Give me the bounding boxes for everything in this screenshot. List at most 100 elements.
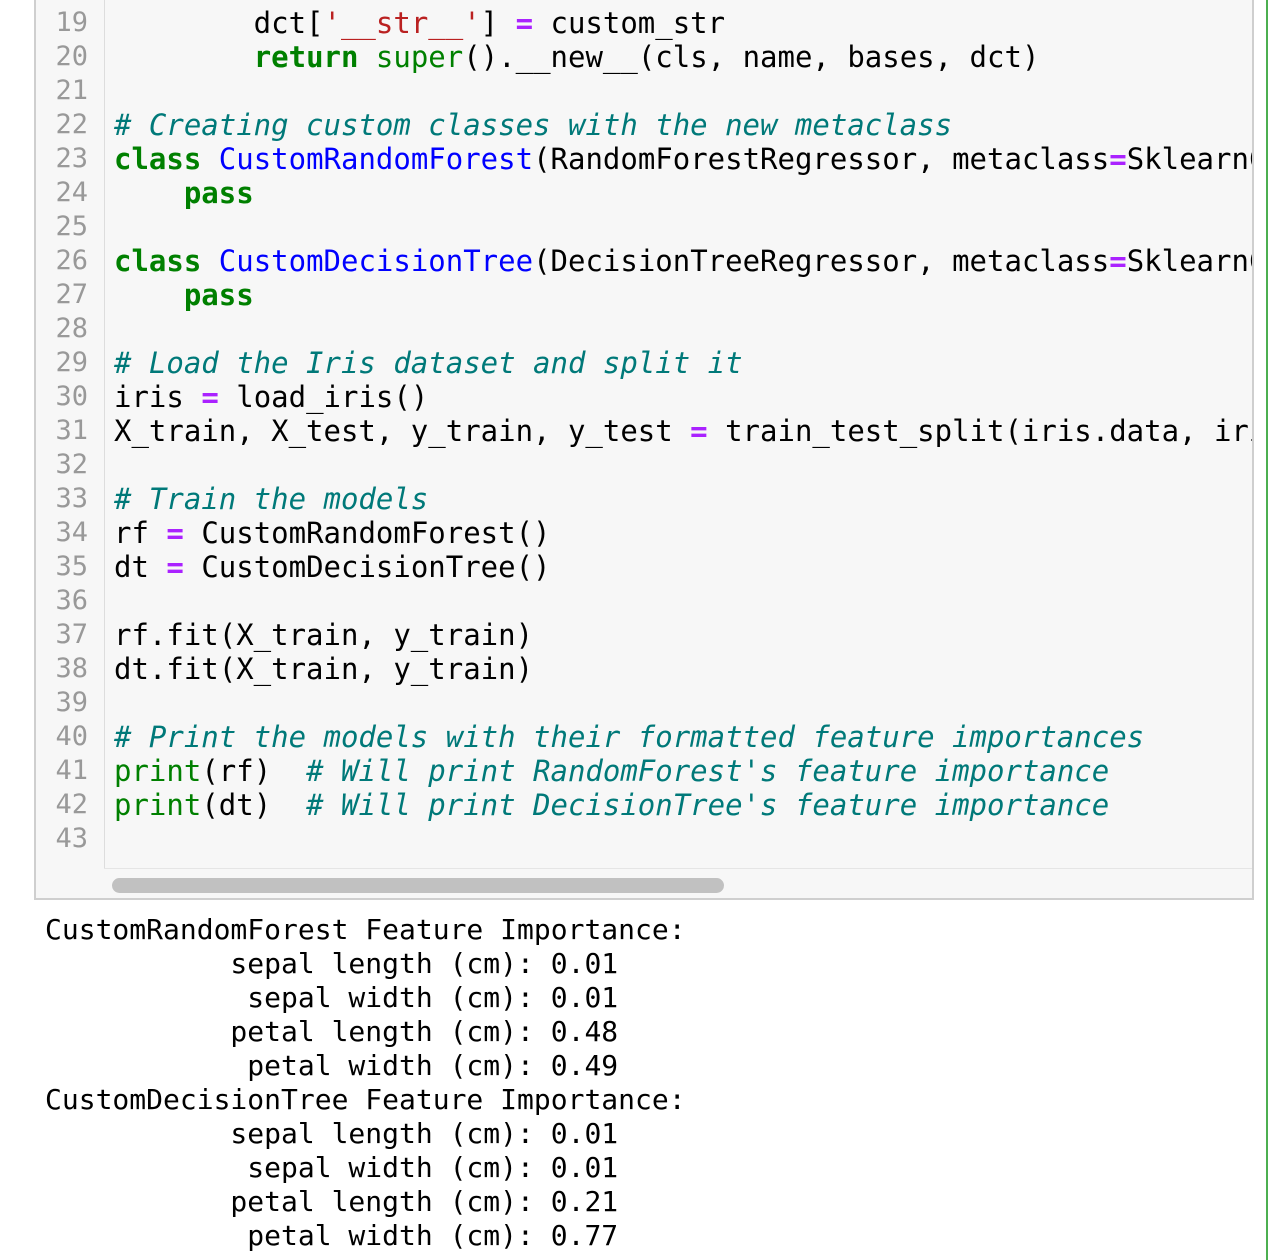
code-token: print — [114, 754, 202, 788]
line-number: 29 — [55, 347, 88, 378]
line-number: 21 — [55, 75, 88, 106]
code-token: return — [253, 40, 359, 74]
code-token: (DecisionTreeRegressor, metaclass — [533, 244, 1110, 278]
code-token: custom_str — [533, 6, 726, 40]
code-line: pass — [114, 176, 254, 210]
code-token: SklearnCom — [1126, 244, 1252, 278]
code-line: rf = CustomRandomForest() — [114, 516, 551, 550]
code-token: = — [690, 414, 708, 448]
code-token: dct[ — [114, 6, 324, 40]
code-token: # Load the Iris dataset and split it — [114, 346, 743, 380]
output-line: sepal width (cm): 0.01 — [45, 1151, 619, 1184]
line-number: 19 — [55, 7, 88, 38]
line-number: 32 — [55, 449, 88, 480]
code-token — [114, 278, 184, 312]
code-token: = — [1109, 142, 1127, 176]
line-number: 22 — [55, 109, 88, 140]
code-line: # Creating custom classes with the new m… — [114, 108, 952, 142]
line-number: 41 — [55, 755, 88, 786]
code-line: # Train the models — [114, 482, 428, 516]
code-token: class — [114, 142, 202, 176]
code-token: rf — [114, 516, 167, 550]
code-token: (dt) — [201, 788, 307, 822]
line-number: 24 — [55, 177, 88, 208]
code-line: pass — [114, 278, 254, 312]
code-token — [201, 142, 218, 176]
line-number: 40 — [55, 721, 88, 752]
code-token: = — [515, 6, 534, 40]
code-line: # Load the Iris dataset and split it — [114, 346, 743, 380]
code-token: iris — [114, 380, 202, 414]
code-line: print(dt) # Will print DecisionTree's fe… — [114, 788, 1109, 822]
line-number: 43 — [55, 823, 88, 854]
code-token: dt — [114, 550, 167, 584]
code-token: (RandomForestRegressor, metaclass — [533, 142, 1110, 176]
code-token — [114, 176, 184, 210]
code-token: super — [375, 40, 464, 74]
code-line: dct['__str__'] = custom_str — [114, 6, 725, 40]
line-number: 42 — [55, 789, 88, 820]
code-token: = — [201, 380, 219, 414]
code-token: load_iris() — [218, 380, 429, 414]
code-token: CustomDecisionTree() — [183, 550, 551, 584]
cell-output: CustomRandomForest Feature Importance: s… — [45, 913, 1245, 1253]
line-number: 37 — [55, 619, 88, 650]
output-line: CustomRandomForest Feature Importance: — [45, 913, 686, 946]
output-line: petal width (cm): 0.49 — [45, 1049, 619, 1082]
code-token: # Train the models — [114, 482, 429, 516]
code-line: # Print the models with their formatted … — [114, 720, 1144, 754]
output-line: petal width (cm): 0.77 — [45, 1219, 619, 1252]
code-token: pass — [183, 278, 254, 312]
code-token — [114, 40, 254, 74]
code-token: ] — [480, 6, 516, 40]
code-line: return super().__new__(cls, name, bases,… — [114, 40, 1040, 74]
code-token: dt.fit(X_train, y_train) — [114, 652, 534, 686]
code-line: class CustomDecisionTree(DecisionTreeReg… — [114, 244, 1252, 278]
line-number: 38 — [55, 653, 88, 684]
code-token: CustomDecisionTree — [218, 244, 534, 278]
code-token: = — [1109, 244, 1127, 278]
code-token: train_test_split(iris.data, iris. — [707, 414, 1254, 448]
code-token — [358, 40, 375, 74]
line-number: 34 — [55, 517, 88, 548]
line-number: 23 — [55, 143, 88, 174]
code-line: dt = CustomDecisionTree() — [114, 550, 551, 584]
code-token: pass — [183, 176, 254, 210]
code-line: iris = load_iris() — [114, 380, 428, 414]
line-number: 30 — [55, 381, 88, 412]
line-number: 26 — [55, 245, 88, 276]
code-token: CustomRandomForest() — [183, 516, 551, 550]
output-line: sepal length (cm): 0.01 — [45, 947, 619, 980]
line-number: 33 — [55, 483, 88, 514]
line-number: 39 — [55, 687, 88, 718]
horizontal-scrollbar-thumb[interactable] — [112, 878, 724, 893]
code-token: # Creating custom classes with the new m… — [114, 108, 953, 142]
code-token: ().__new__(cls, name, bases, dct) — [463, 40, 1040, 74]
code-token: class — [114, 244, 202, 278]
code-token: print — [114, 788, 202, 822]
line-number: 35 — [55, 551, 88, 582]
output-line: CustomDecisionTree Feature Importance: — [45, 1083, 686, 1116]
line-number: 20 — [55, 41, 88, 72]
horizontal-scrollbar[interactable] — [104, 868, 1252, 898]
code-token: = — [166, 550, 184, 584]
output-line: petal length (cm): 0.48 — [45, 1015, 619, 1048]
line-number: 36 — [55, 585, 88, 616]
active-cell-indicator — [1266, 0, 1268, 1260]
code-token: # Will print RandomForest's feature impo… — [306, 754, 1110, 788]
code-line: class CustomRandomForest(RandomForestReg… — [114, 142, 1252, 176]
code-line: print(rf) # Will print RandomForest's fe… — [114, 754, 1109, 788]
code-token: # Will print DecisionTree's feature impo… — [306, 788, 1110, 822]
line-number: 27 — [55, 279, 88, 310]
code-line: dt.fit(X_train, y_train) — [114, 652, 533, 686]
code-token: SklearnCom — [1126, 142, 1252, 176]
code-token: (rf) — [201, 754, 307, 788]
code-token: # Print the models with their formatted … — [114, 720, 1145, 754]
code-token: rf.fit(X_train, y_train) — [114, 618, 534, 652]
line-number: 25 — [55, 211, 88, 242]
output-line: sepal length (cm): 0.01 — [45, 1117, 619, 1150]
line-number: 28 — [55, 313, 88, 344]
output-line: sepal width (cm): 0.01 — [45, 981, 619, 1014]
